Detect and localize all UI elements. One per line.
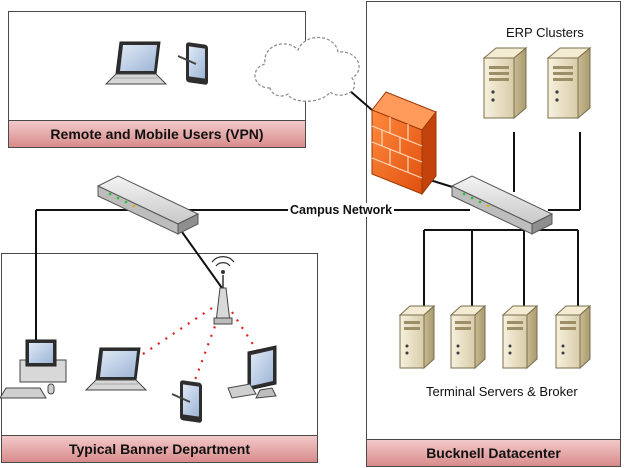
department-label: Typical Banner Department: [2, 435, 317, 462]
datacenter-label: Bucknell Datacenter: [367, 439, 620, 466]
terminal-server-icon-4: [555, 305, 591, 369]
terminal-server-icon-1: [399, 305, 435, 369]
department-laptop-icon: [85, 347, 147, 391]
terminal-server-icon-2: [450, 305, 486, 369]
wireless-ap-icon: [211, 256, 235, 325]
desktop-pc-icon: [0, 339, 67, 399]
campus-network-label: Campus Network: [288, 203, 395, 217]
erp-server-icon-1: [483, 47, 527, 119]
wireless-links: [139, 307, 259, 381]
firewall-icon: [371, 91, 437, 196]
terminal-server-icon-3: [502, 305, 538, 369]
cloud-icon: [254, 36, 360, 102]
laptop-icon: [105, 41, 167, 85]
remote-users-label: Remote and Mobile Users (VPN): [9, 120, 305, 147]
tablet-icon: [177, 41, 209, 87]
erp-clusters-label: ERP Clusters: [506, 25, 584, 40]
terminal-servers-label: Terminal Servers & Broker: [426, 384, 578, 399]
erp-server-icon-2: [547, 47, 591, 119]
monitor-icon: [227, 345, 277, 399]
department-tablet-icon: [171, 379, 203, 425]
datacenter-switch-icon: [451, 175, 553, 235]
network-links: [35, 77, 581, 350]
ap-link: [181, 231, 223, 289]
switch-icon: [97, 175, 199, 235]
